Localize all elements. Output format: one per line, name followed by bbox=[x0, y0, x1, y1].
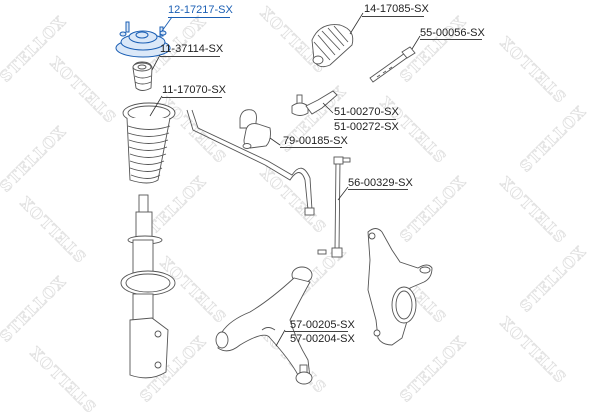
part-number-label[interactable]: 51-00272-SX bbox=[334, 121, 399, 133]
stabilizer-bar-drawing bbox=[186, 109, 315, 216]
part-number-label[interactable]: 11-37114-SX bbox=[160, 43, 224, 55]
control-arm-drawing[interactable] bbox=[215, 266, 313, 385]
leader-line bbox=[160, 56, 220, 57]
part-number-label[interactable]: 11-17070-SX bbox=[162, 84, 227, 96]
leader-line bbox=[334, 119, 396, 120]
steering-boot-drawing[interactable] bbox=[311, 12, 364, 68]
part-number-label[interactable]: 79-00185-SX bbox=[283, 135, 348, 147]
leader-line bbox=[162, 97, 222, 98]
inner-tie-rod-drawing[interactable] bbox=[369, 35, 421, 83]
top-mount-drawing[interactable] bbox=[115, 16, 173, 58]
stabilizer-link-drawing[interactable] bbox=[317, 156, 351, 258]
part-number-label[interactable]: 51-00270-SX bbox=[334, 106, 399, 118]
dust-boot-drawing[interactable] bbox=[122, 95, 176, 184]
leader-line bbox=[420, 39, 482, 40]
leader-line bbox=[362, 16, 424, 17]
bump-stop-drawing[interactable] bbox=[132, 54, 161, 91]
part-number-label[interactable]: 55-00056-SX bbox=[420, 27, 485, 39]
part-number-label[interactable]: 14-17085-SX bbox=[364, 3, 429, 15]
part-number-label[interactable]: 56-00329-SX bbox=[348, 177, 413, 189]
tie-rod-end-drawing[interactable] bbox=[291, 90, 338, 116]
stabilizer-bushing-drawing[interactable] bbox=[239, 109, 281, 149]
strut-drawing[interactable] bbox=[120, 194, 176, 379]
part-number-label[interactable]: 57-00205-SX bbox=[290, 319, 355, 331]
leader-line bbox=[168, 17, 230, 18]
leader-line bbox=[280, 147, 342, 148]
part-number-label[interactable]: 57-00204-SX bbox=[290, 333, 355, 345]
parts-drawing bbox=[115, 12, 433, 385]
parts-diagram: STELLOX STELLOX STELLOX STELLOX STELLOX … bbox=[0, 2, 590, 416]
leader-line bbox=[348, 189, 408, 190]
part-number-label[interactable]: 12-17217-SX bbox=[168, 4, 233, 16]
steering-knuckle-drawing bbox=[367, 228, 433, 346]
leader-line bbox=[285, 331, 348, 332]
